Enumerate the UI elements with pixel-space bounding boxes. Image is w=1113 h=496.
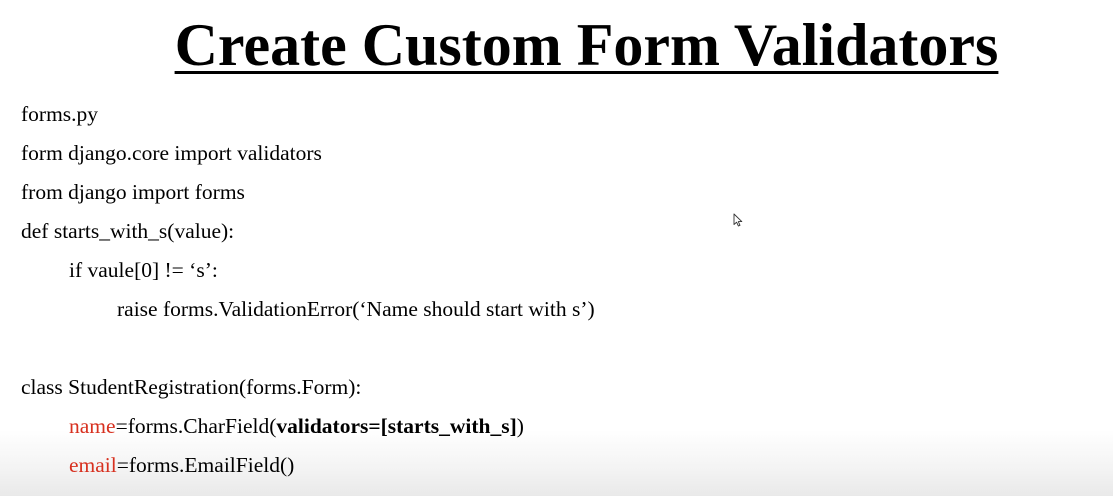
code-line-if: if vaule[0] != ‘s’: (69, 258, 218, 282)
code-line-import-validators: form django.core import validators (21, 141, 322, 165)
code-line-class: class StudentRegistration(forms.Form): (21, 375, 362, 399)
field-name-rest: =forms.CharField( (115, 414, 277, 438)
field-name-name: name (69, 414, 116, 438)
field-email-rest: =forms.EmailField() (116, 453, 295, 477)
field-name-close: ) (516, 414, 524, 438)
code-line-def: def starts_with_s(value): (21, 219, 235, 243)
code-line-filename: forms.py (21, 102, 99, 126)
mouse-pointer-icon (733, 213, 743, 227)
code-line-raise: raise forms.ValidationError(‘Name should… (117, 297, 595, 321)
code-line-email-field: email=forms.EmailField() (69, 452, 294, 478)
field-name-validators: validators=[starts_with_s] (276, 414, 517, 438)
code-line-import-forms: from django import forms (21, 180, 245, 204)
slide-title: Create Custom Form Validators (174, 12, 999, 78)
code-line-name-field: name=forms.CharField(validators=[starts_… (69, 413, 524, 439)
field-name-email: email (69, 453, 117, 477)
